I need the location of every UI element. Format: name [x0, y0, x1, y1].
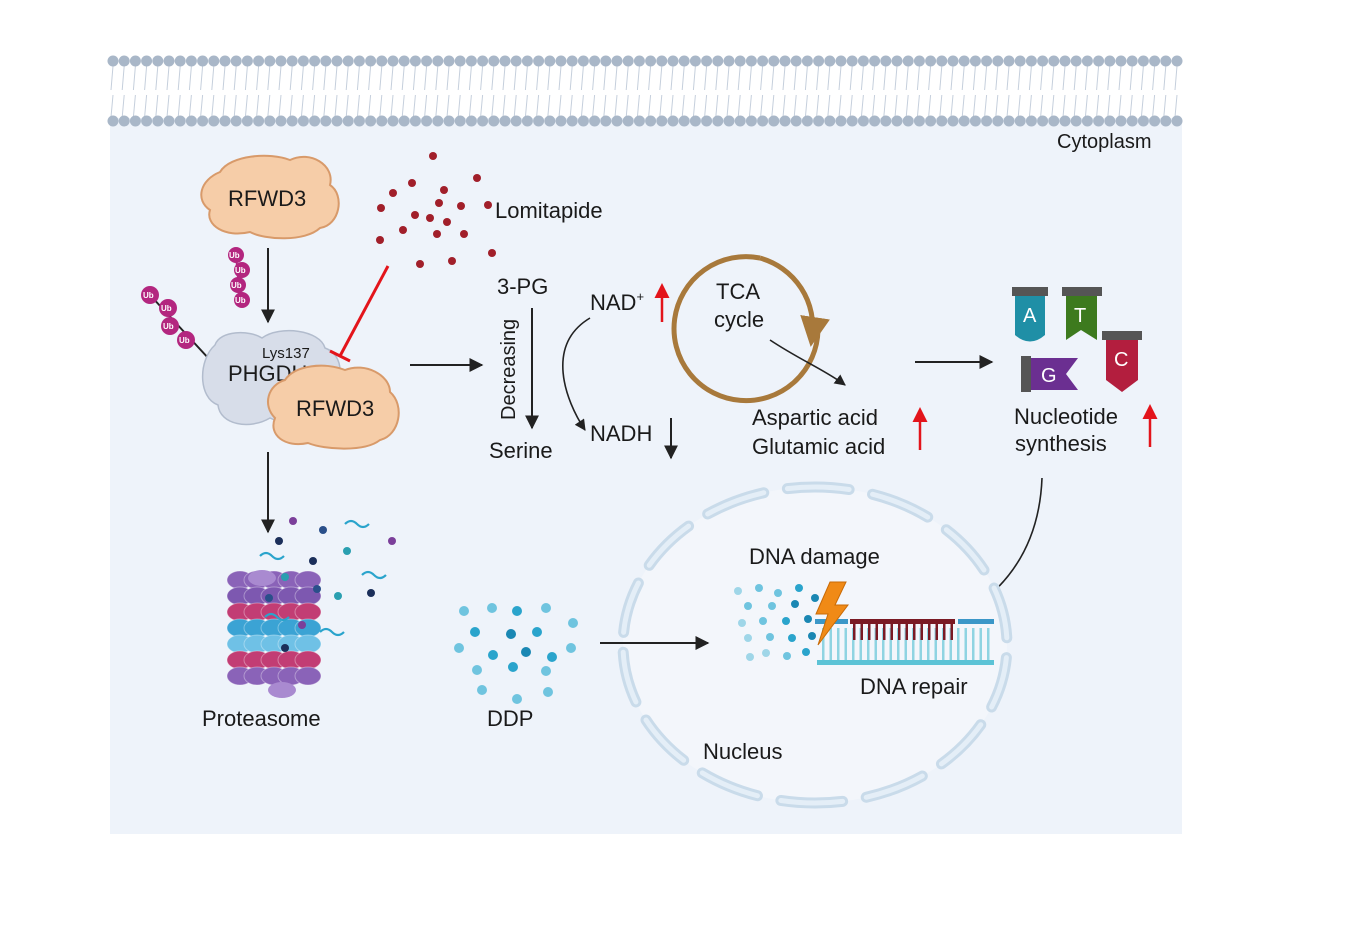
lomitapide-dot — [448, 257, 456, 265]
svg-text:Ub: Ub — [229, 251, 240, 260]
lomitapide-label: Lomitapide — [495, 198, 603, 223]
ddp-dot — [488, 650, 498, 660]
svg-text:Ub: Ub — [179, 336, 190, 345]
lomitapide-dot — [484, 201, 492, 209]
lys137-label: Lys137 — [262, 345, 310, 362]
lomitapide-dot — [443, 218, 451, 226]
arrow-nad-to-nadh — [562, 317, 591, 431]
aspartic-acid-label: Aspartic acid — [752, 405, 878, 430]
svg-text:Ub: Ub — [235, 296, 246, 305]
nucleotide-c: C — [1102, 331, 1142, 392]
lomitapide-dot — [488, 249, 496, 257]
ddp-molecules — [454, 603, 578, 704]
nucleus-label: Nucleus — [703, 739, 782, 764]
decreasing-label: Decreasing — [498, 319, 520, 420]
proteasome-complex — [226, 570, 322, 698]
ddp-dot — [566, 643, 576, 653]
rfwd3-bound-label: RFWD3 — [296, 396, 374, 421]
ddp-dot — [470, 627, 480, 637]
nucleus-envelope — [617, 481, 1013, 809]
3pg-label: 3-PG — [497, 274, 548, 299]
lomitapide-dot — [433, 230, 441, 238]
nucleotide-synthesis-line2: synthesis — [1015, 431, 1107, 456]
lomitapide-dot — [460, 230, 468, 238]
lomitapide-dot — [389, 189, 397, 197]
lomitapide-molecules — [376, 152, 496, 268]
ddp-label: DDP — [487, 706, 533, 731]
svg-text:Ub: Ub — [161, 304, 172, 313]
svg-text:Ub: Ub — [143, 291, 154, 300]
svg-text:Ub: Ub — [231, 281, 242, 290]
ubiquitin-chain-attached: Ub Ub Ub Ub — [141, 286, 211, 361]
ddp-dot — [508, 662, 518, 672]
glutamic-acid-label: Glutamic acid — [752, 434, 885, 459]
nucleotide-synthesis-line1: Nucleotide — [1014, 404, 1118, 429]
tca-cycle: TCA cycle — [671, 254, 830, 404]
lomitapide-dot — [416, 260, 424, 268]
tca-label-line2: cycle — [714, 307, 764, 332]
proteasome-label: Proteasome — [202, 706, 321, 731]
ddp-dot — [454, 643, 464, 653]
lomitapide-dot — [429, 152, 437, 160]
ddp-dot — [487, 603, 497, 613]
serine-label: Serine — [489, 438, 553, 463]
nucleotide-t: T — [1062, 287, 1102, 340]
ddp-dot — [568, 618, 578, 628]
lomitapide-dot — [411, 211, 419, 219]
ddp-dot — [512, 606, 522, 616]
lomitapide-dot — [408, 179, 416, 187]
lomitapide-dot — [399, 226, 407, 234]
ddp-dot — [543, 687, 553, 697]
dna-repair-label: DNA repair — [860, 674, 968, 699]
ddp-dot — [521, 647, 531, 657]
rfwd3-protein-top: RFWD3 — [200, 154, 340, 240]
lomitapide-dot — [377, 204, 385, 212]
nad-label: NAD+ — [590, 289, 644, 315]
nucleotide-a: A — [1012, 287, 1048, 342]
lomitapide-dot — [376, 236, 384, 244]
dna-damage-label: DNA damage — [749, 544, 880, 569]
rfwd3-top-label: RFWD3 — [228, 186, 306, 211]
lomitapide-inhibition — [329, 265, 390, 363]
dna-damage-lightning-icon — [815, 581, 849, 646]
cell-membrane — [107, 55, 1183, 127]
ddp-dot — [541, 666, 551, 676]
rfwd3-protein-bound: RFWD3 — [266, 364, 400, 450]
lomitapide-dot — [457, 202, 465, 210]
svg-text:C: C — [1114, 349, 1128, 371]
lomitapide-dot — [440, 186, 448, 194]
ddp-dot — [532, 627, 542, 637]
arrow-tca-to-amino-acids — [769, 339, 846, 386]
ddp-dot — [541, 603, 551, 613]
svg-text:T: T — [1074, 305, 1086, 327]
nucleotide-g: G — [1021, 356, 1078, 392]
svg-text:G: G — [1041, 365, 1057, 387]
ddp-dots-at-dna — [734, 584, 819, 661]
lomitapide-dot — [426, 214, 434, 222]
degradation-fragments — [259, 517, 396, 652]
ddp-dot — [477, 685, 487, 695]
nadh-label: NADH — [590, 421, 652, 446]
tca-label-line1: TCA — [716, 279, 760, 304]
ddp-dot — [506, 629, 516, 639]
cytoplasm-label: Cytoplasm — [1057, 131, 1151, 153]
ddp-dot — [472, 665, 482, 675]
ddp-dot — [512, 694, 522, 704]
ubiquitin-chain-free: Ub Ub Ub Ub — [228, 247, 250, 308]
ddp-dot — [459, 606, 469, 616]
svg-text:Ub: Ub — [163, 322, 174, 331]
svg-text:Ub: Ub — [235, 266, 246, 275]
lomitapide-dot — [435, 199, 443, 207]
lomitapide-dot — [473, 174, 481, 182]
svg-text:A: A — [1023, 305, 1037, 327]
ddp-dot — [547, 652, 557, 662]
